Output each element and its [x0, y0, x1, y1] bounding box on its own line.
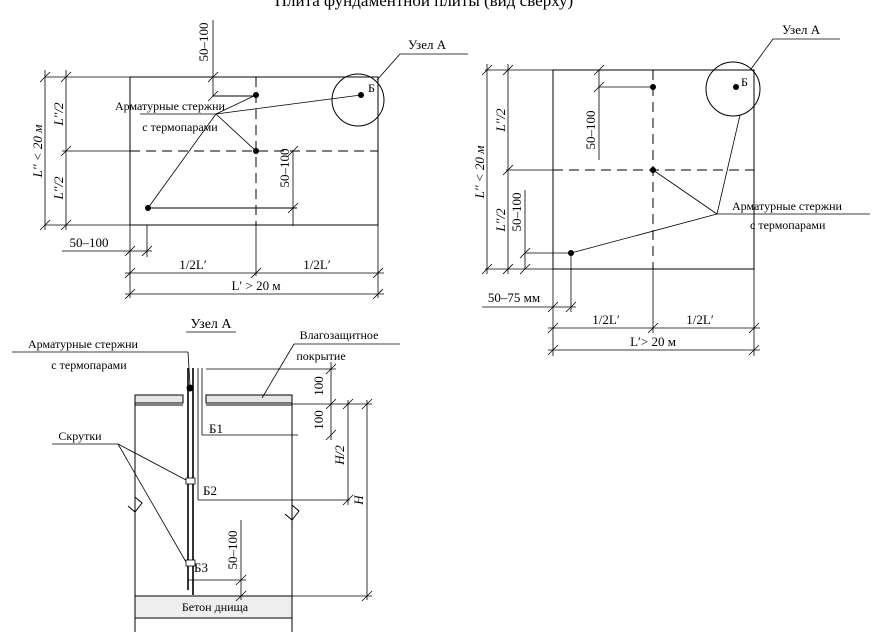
- twists-label: Скрутки: [58, 429, 102, 443]
- left-dim-total-vertical: L′′ < 20 м: [30, 125, 45, 179]
- right-node-label: Узел А: [782, 22, 821, 37]
- right-dim-half-left: 1/2L′: [592, 312, 620, 327]
- twist-1: [185, 477, 196, 485]
- right-dim-total-vertical: L′′ < 20 м: [472, 146, 487, 200]
- left-dim-total-horizontal: L′ > 20 м: [231, 278, 280, 293]
- left-rods-label-1: Арматурные стержни: [115, 99, 226, 113]
- sensor-b1: Б1: [209, 421, 223, 436]
- rods-top-marker: [186, 384, 194, 392]
- right-dim-left: 50–75 мм: [488, 290, 540, 305]
- right-dim-half-right: 1/2L′: [686, 312, 714, 327]
- dim-h: H: [351, 495, 366, 506]
- page-title: Плита фундаментной плиты (вид сверху): [275, 0, 573, 10]
- sensor-b2: Б2: [203, 483, 217, 498]
- right-dim-total-horizontal: L′> 20 м: [630, 334, 676, 349]
- left-rods-label-2: с термопарами: [142, 120, 218, 134]
- left-dim-half-lower: L′′/2: [51, 176, 66, 201]
- right-dim-upper: 50–100: [583, 111, 598, 150]
- right-dim-half-upper: L′′/2: [493, 108, 508, 133]
- coating-right: [205, 394, 293, 404]
- dim-bottom: 50–100: [225, 531, 240, 570]
- left-node-point: Б: [368, 81, 375, 95]
- dim-100-top: 100: [311, 376, 326, 396]
- section-rods-label-2: с термопарами: [51, 358, 127, 372]
- coating-left: [134, 394, 184, 404]
- left-dim-mid: 50–100: [277, 149, 292, 188]
- section-rods-label-1: Арматурные стержни: [28, 337, 139, 351]
- right-dim-lower: 50–100: [509, 193, 524, 232]
- left-dim-half-right: 1/2L′: [303, 257, 331, 272]
- left-dim-top: 50–100: [196, 23, 211, 62]
- right-node-circle: [705, 61, 761, 117]
- left-dim-left: 50–100: [70, 235, 109, 250]
- right-rods-label-1: Арматурные стержни: [732, 199, 843, 213]
- left-dim-half-left: 1/2L′: [179, 257, 207, 272]
- dim-h-half: H/2: [332, 445, 347, 466]
- left-dim-half-upper: L′′/2: [51, 102, 66, 127]
- twist-2: [185, 559, 196, 567]
- left-plan: L′′ < 20 м L′′/2 L′′/2 50–100 50–100 Арм…: [30, 20, 468, 300]
- left-node-label: Узел А: [408, 37, 447, 52]
- right-rods-label-2: с термопарами: [750, 218, 826, 232]
- section-title: Узел А: [190, 317, 232, 332]
- section-node-a: Узел А Бетон днища Б1 Б2 Б3: [12, 317, 400, 632]
- right-plan: L′′ < 20 м L′′/2 L′′/2 50–100 50–100 Арм…: [472, 22, 870, 356]
- sensor-b3: Б3: [194, 560, 208, 575]
- left-node-circle: [331, 73, 385, 127]
- coating-label-1: Влагозащитное: [300, 328, 379, 342]
- right-node-point: Б: [741, 75, 748, 89]
- right-point-b: [733, 84, 739, 90]
- dim-100-second: 100: [311, 410, 326, 430]
- right-point-top: [650, 84, 656, 90]
- coating-label-2: покрытие: [296, 349, 345, 363]
- right-dim-half-lower: L′′/2: [493, 208, 508, 233]
- base-concrete-label: Бетон днища: [182, 600, 249, 614]
